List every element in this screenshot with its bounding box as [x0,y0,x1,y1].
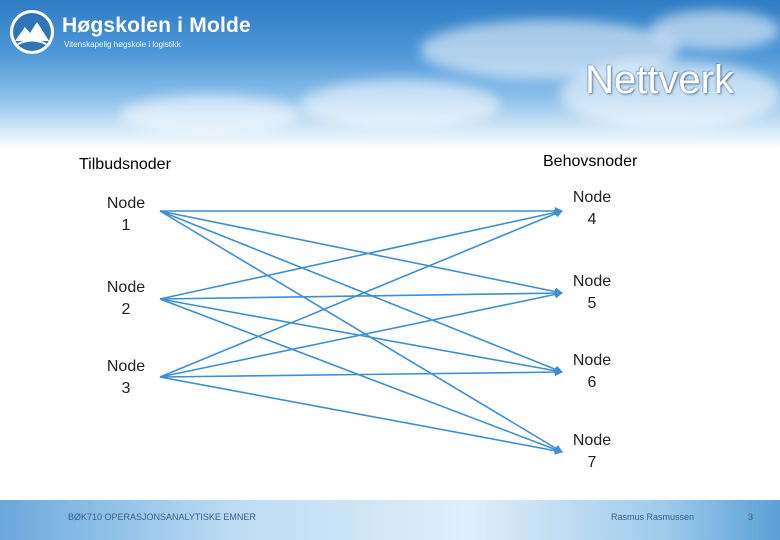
edge-node-3-to-node-6 [159,368,563,378]
edge-node-2-to-node-4 [159,208,563,300]
node-label: Node [572,432,612,449]
node-number: 3 [121,380,131,397]
node-number: 6 [587,374,597,391]
edge-node-3-to-node-4 [159,209,563,378]
node-label: Node [572,189,612,206]
edge-node-1-to-node-6 [159,210,563,374]
node-label: Node [106,279,146,296]
supply-node-3: Node 3 [96,356,156,400]
footer-author: Rasmus Rasmussen [611,512,695,522]
logo: Høgskolen i Molde Vitenskapelig høgskole… [8,8,251,56]
demand-node-7: Node 7 [562,430,622,474]
node-number: 4 [587,211,597,228]
footer-bar [0,500,780,540]
supply-node-2: Node 2 [96,277,156,321]
edge-node-1-to-node-5 [159,210,563,296]
edge-node-3-to-node-5 [159,290,563,378]
demand-node-6: Node 6 [562,350,622,394]
node-label: Node [572,273,612,290]
node-number: 2 [121,301,131,318]
supply-node-1: Node 1 [96,193,156,237]
footer-course: BØK710 OPERASJONSANALYTISKE EMNER [68,512,256,522]
demand-heading: Behovsnoder [543,153,638,170]
page-number: 3 [748,512,754,522]
logo-title: Høgskolen i Molde [62,14,251,37]
node-label: Node [106,195,146,212]
node-number: 1 [121,217,131,234]
edge-node-3-to-node-7 [159,376,563,455]
node-number: 5 [587,295,597,312]
demand-node-5: Node 5 [562,271,622,315]
node-label: Node [572,352,612,369]
edge-node-1-to-node-7 [159,210,563,453]
demand-node-4: Node 4 [562,187,622,231]
mountain-logo-icon [10,10,54,54]
node-label: Node [106,358,146,375]
logo-subtitle: Vitenskapelig høgskole i logistikk [64,40,181,49]
supply-heading: Tilbudsnoder [79,156,171,173]
edge-node-2-to-node-7 [159,298,563,454]
slide-title: Nettverk [585,58,734,102]
edge-node-2-to-node-5 [159,289,563,300]
node-number: 7 [587,454,597,471]
sky-header-background [0,0,780,150]
